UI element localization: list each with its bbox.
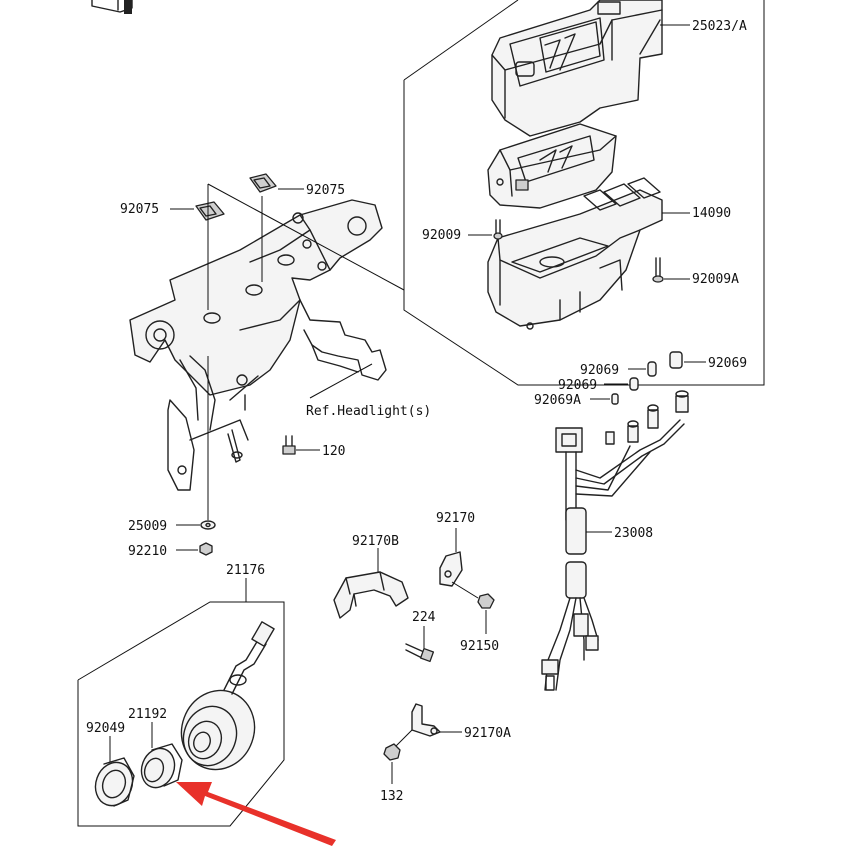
label-92210: 92210 [128, 544, 167, 559]
bulb-92069-c [629, 377, 639, 391]
label-21192: 21192 [128, 707, 167, 722]
screw-92009a [652, 257, 664, 283]
label-92170a: 92170A [464, 726, 511, 741]
label-224: 224 [412, 610, 436, 625]
bulb-92069-a [647, 361, 657, 377]
highlight-arrow [176, 782, 336, 846]
label-132: 132 [380, 789, 403, 804]
label-92170: 92170 [436, 511, 475, 526]
meter-display-part [487, 123, 617, 209]
label-25023a: 25023/A [692, 19, 747, 34]
label-92009a: 92009A [692, 272, 739, 287]
screw-92009 [493, 219, 503, 240]
label-92075-left: 92075 [120, 202, 159, 217]
clamp-92170 [439, 551, 463, 587]
label-21176: 21176 [226, 563, 265, 578]
bulb-92069-b [669, 351, 683, 369]
label-92049: 92049 [86, 721, 125, 736]
bolt-92150 [451, 581, 495, 609]
grommet-92075-right [249, 173, 277, 193]
label-ref-headlight: Ref.Headlight(s) [306, 404, 431, 419]
bolt-120 [282, 435, 296, 455]
washer-25009 [200, 520, 216, 530]
bulb-92069a [611, 393, 619, 405]
corner-fragment [91, 0, 133, 14]
label-92069-a: 92069 [580, 363, 619, 378]
label-92069-c: 92069 [558, 378, 597, 393]
bolt-132 [383, 729, 413, 761]
meter-bracket-part [129, 199, 387, 491]
gear-drive-21192 [140, 743, 183, 789]
label-92069a: 92069A [534, 393, 581, 408]
label-92075-right: 92075 [306, 183, 345, 198]
label-92009: 92009 [422, 228, 461, 243]
label-92069-b: 92069 [708, 356, 747, 371]
oil-seal-92049 [94, 757, 135, 807]
label-25009: 25009 [128, 519, 167, 534]
label-23008: 23008 [614, 526, 653, 541]
meter-cover-part [491, 0, 663, 137]
label-120: 120 [322, 444, 345, 459]
label-14090: 14090 [692, 206, 731, 221]
clamp-92170b [333, 571, 409, 619]
label-92170b: 92170B [352, 534, 399, 549]
label-92150: 92150 [460, 639, 499, 654]
meter-case-part [487, 177, 663, 330]
grommet-92075-left [195, 201, 225, 221]
meter-group-outline [403, 0, 765, 386]
speedometer-gear-part [180, 621, 275, 771]
gear-group-outline [77, 601, 285, 827]
nut-92210 [199, 542, 213, 556]
wiring-harness-part [541, 390, 689, 691]
bolt-224 [405, 643, 435, 663]
clamp-92170a [411, 703, 441, 737]
